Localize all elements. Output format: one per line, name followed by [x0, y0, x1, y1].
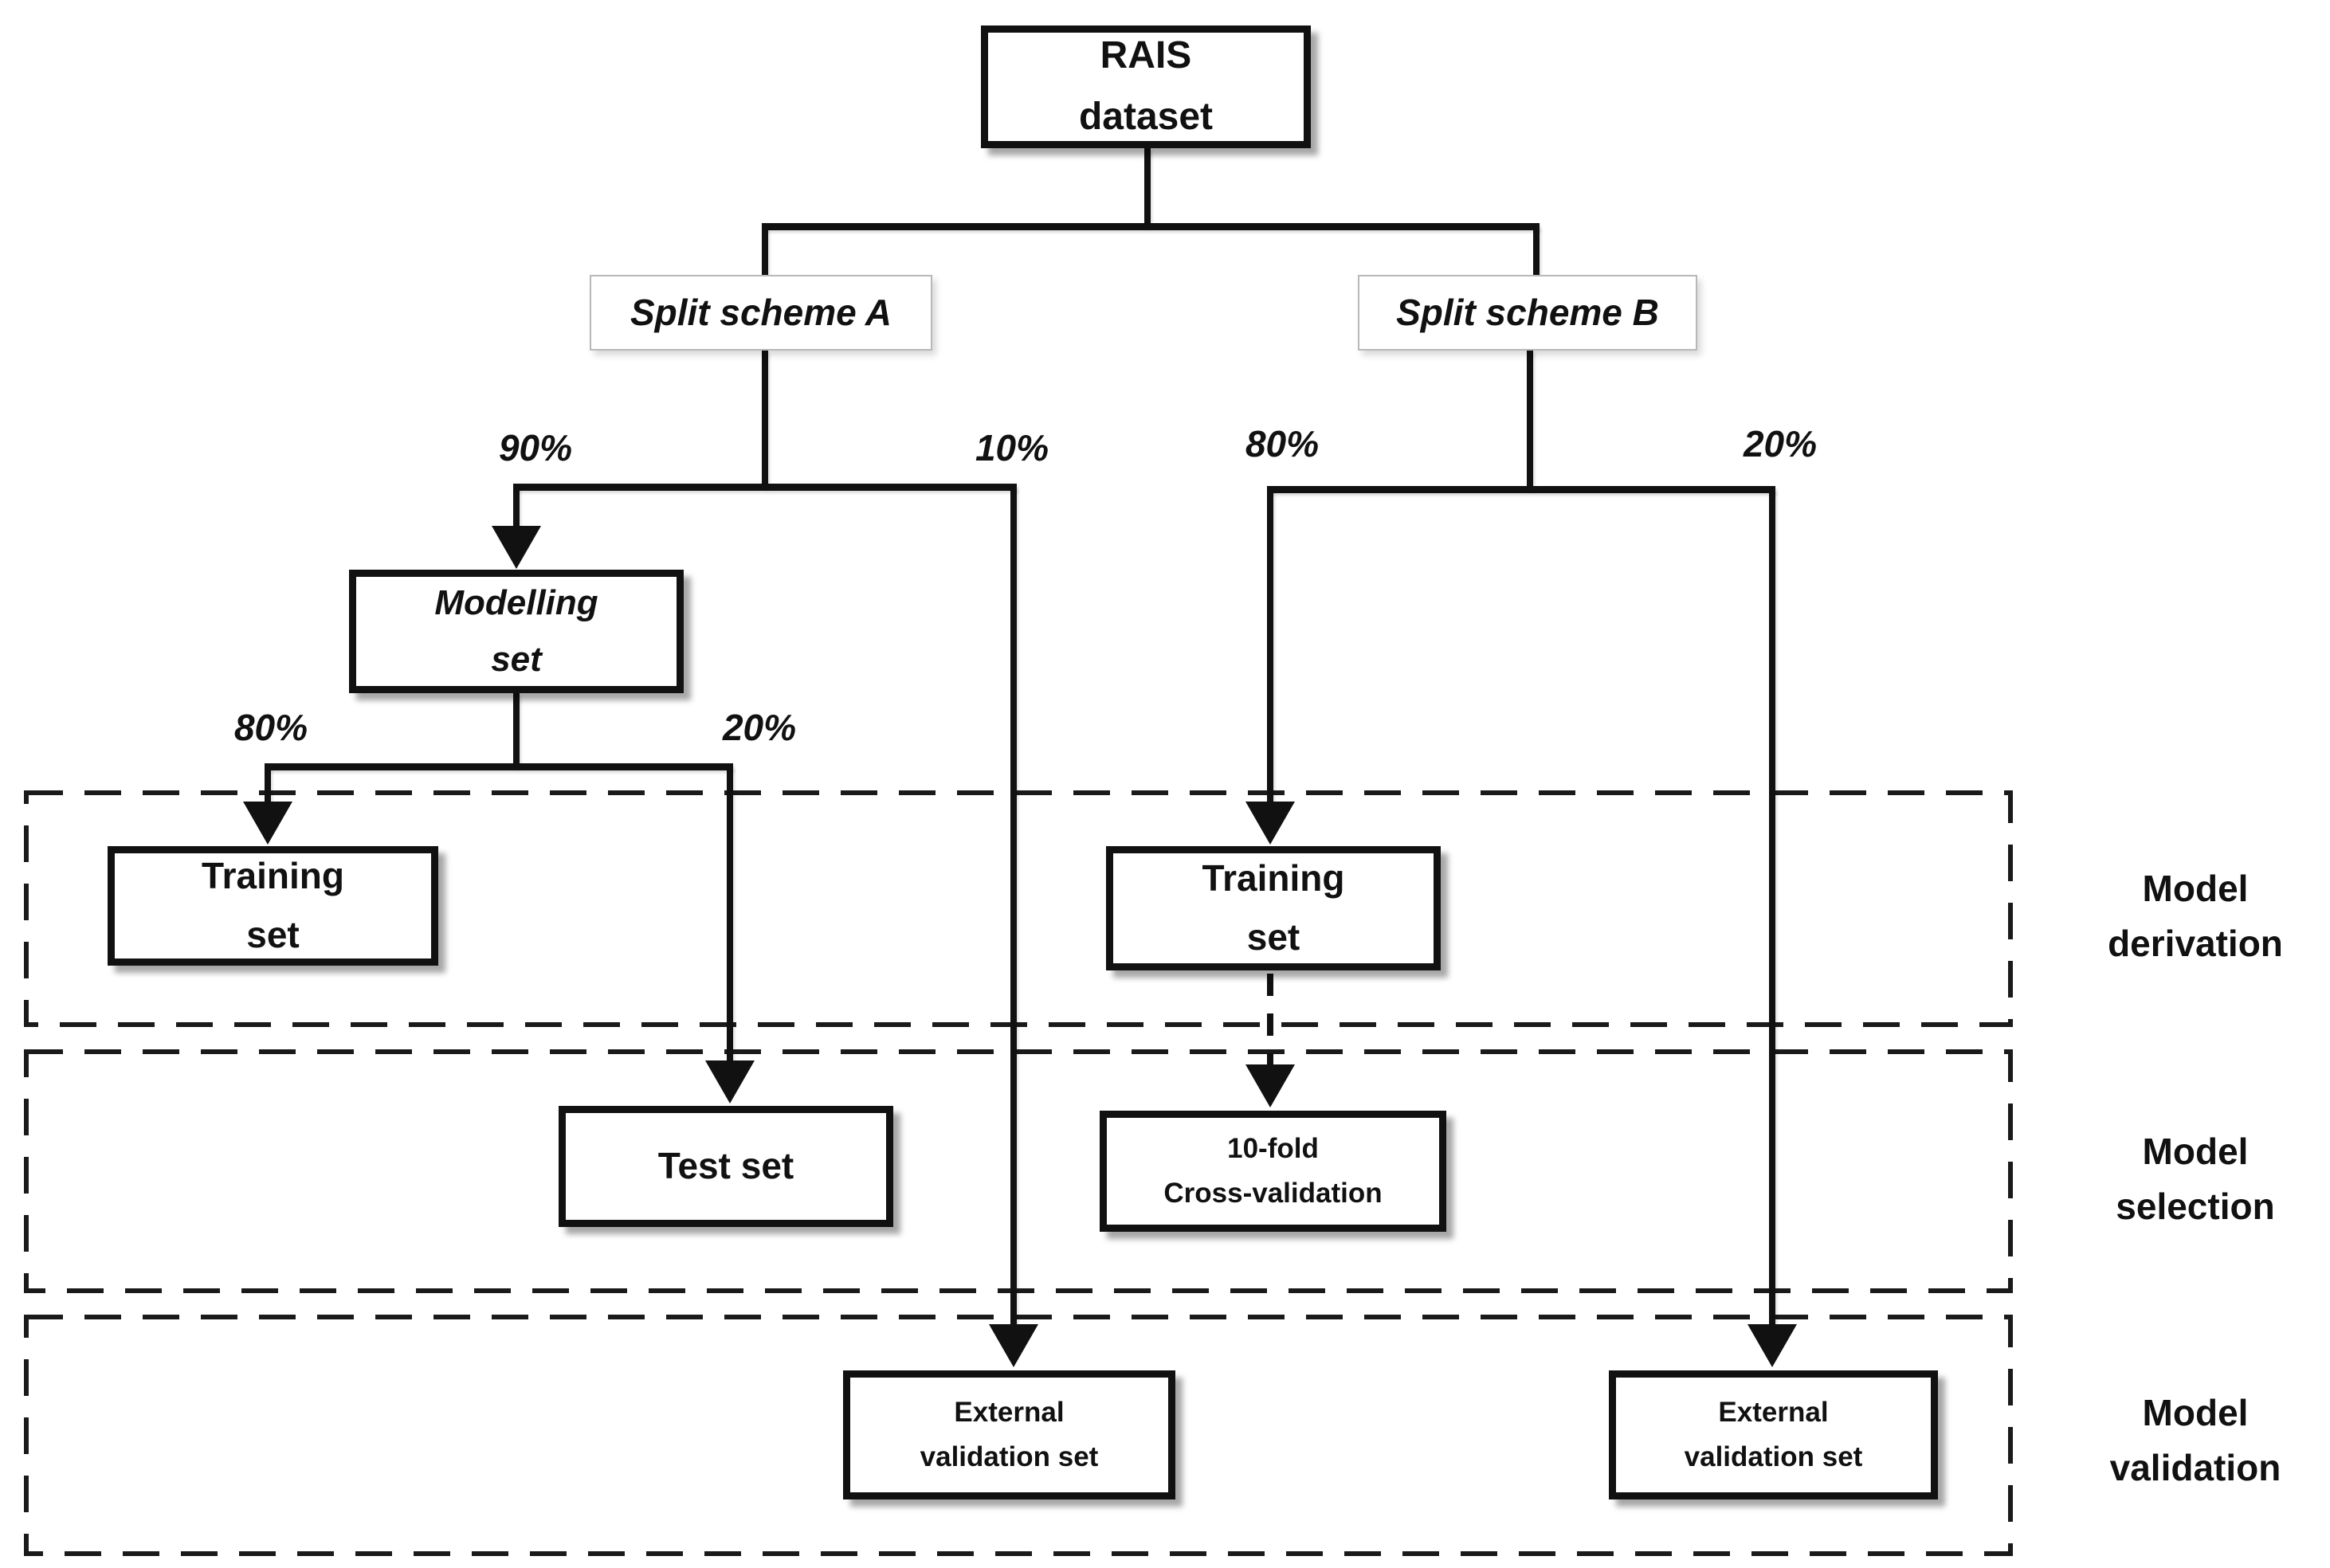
connector-to-test	[727, 767, 733, 1060]
model-validation-band	[24, 1315, 2013, 1556]
arrowhead-crossval	[1245, 1064, 1295, 1107]
model-selection-label: Model selection	[2116, 1131, 2275, 1227]
percent-80a-label: 80%	[233, 707, 308, 748]
external-validation-b-box: External validation set	[1609, 1370, 1938, 1499]
connector-rais-down	[1144, 148, 1151, 227]
percent-90-label: 90%	[498, 427, 573, 468]
test-set-box: Test set	[559, 1106, 893, 1227]
arrowhead-external-b	[1748, 1324, 1797, 1367]
arrowhead-training-a	[243, 802, 292, 845]
connector-split-a-down	[762, 351, 768, 488]
connector-to-training-a	[265, 767, 271, 803]
cross-validation-box: 10-fold Cross-validation	[1100, 1111, 1446, 1232]
training-set-b-box: Training set	[1106, 846, 1441, 970]
model-validation-label: Model validation	[2109, 1392, 2281, 1488]
arrowhead-external-a	[989, 1324, 1038, 1367]
model-derivation-label: Model derivation	[2108, 868, 2283, 964]
model-derivation-band	[24, 790, 2013, 1027]
training-set-a-box: Training set	[108, 846, 438, 966]
model-selection-band	[24, 1049, 2013, 1293]
connector-drop-split-a	[762, 227, 768, 275]
split-scheme-a-box: Split scheme A	[590, 275, 932, 351]
percent-80b-label: 80%	[1245, 423, 1320, 465]
connector-to-modelling	[513, 488, 520, 529]
modelling-set-box: Modelling set	[349, 570, 684, 693]
connector-modelling-split-bar	[265, 763, 733, 770]
arrowhead-test	[705, 1060, 755, 1103]
connector-20pct-external	[1769, 490, 1775, 1324]
arrowhead-modelling	[492, 526, 541, 569]
connector-scheme-b-split-bar	[1267, 486, 1775, 493]
connector-10pct-external	[1010, 488, 1017, 1324]
arrowhead-training-b	[1245, 802, 1295, 845]
connector-drop-split-b	[1533, 227, 1540, 275]
external-validation-a-box: External validation set	[843, 1370, 1175, 1499]
percent-20a-label: 20%	[722, 707, 797, 748]
connector-modelling-down	[513, 693, 520, 767]
connector-split-b-down	[1527, 351, 1533, 490]
percent-10-label: 10%	[975, 427, 1049, 468]
rais-dataset-box: RAIS dataset	[981, 25, 1311, 148]
split-scheme-b-box: Split scheme B	[1358, 275, 1697, 351]
percent-20b-label: 20%	[1743, 423, 1818, 465]
connector-to-training-b	[1267, 490, 1273, 803]
connector-scheme-a-split-bar	[513, 484, 1017, 491]
connector-top-split-bar	[762, 223, 1540, 230]
